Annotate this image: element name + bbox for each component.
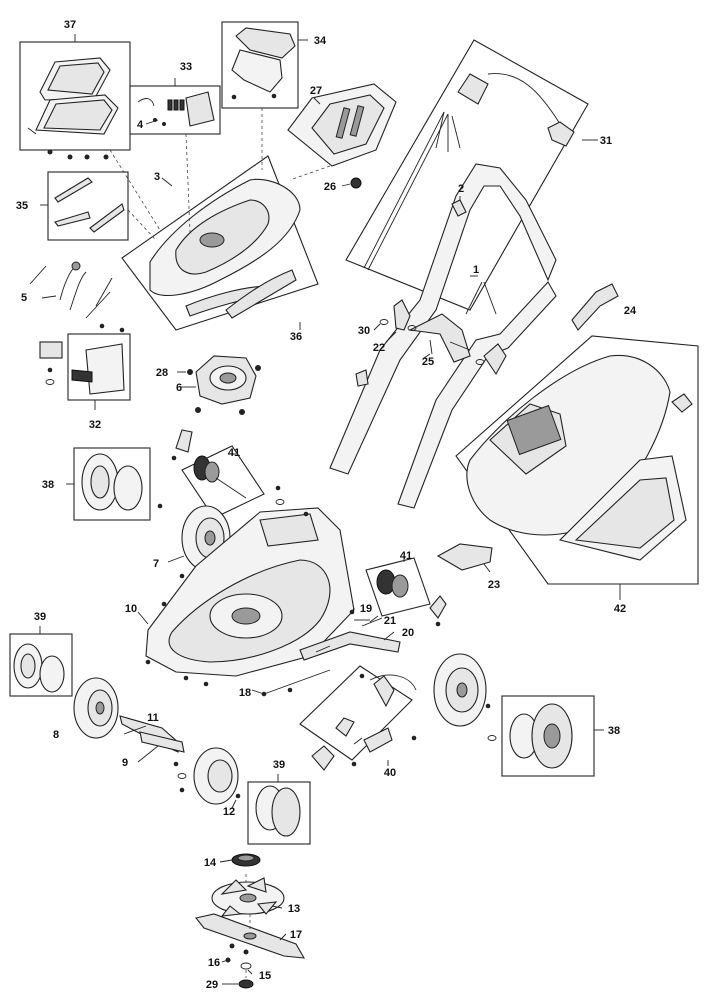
callout-1: 1 <box>473 264 479 276</box>
callout-24: 24 <box>624 305 637 317</box>
part-13-fan <box>211 877 285 917</box>
callout-7: 7 <box>153 558 159 570</box>
part-27-grassbox-lid <box>287 83 397 189</box>
part-9-front-axle <box>119 715 187 793</box>
callout-25: 25 <box>422 356 434 368</box>
part-14-blade-adapter <box>231 853 261 867</box>
part-5-cable-ties <box>29 261 125 333</box>
callout-34: 34 <box>314 35 327 47</box>
group-40-box <box>299 665 417 771</box>
callout-28: 28 <box>156 367 168 379</box>
callout-38-left: 38 <box>42 479 54 491</box>
part-12-small-wheel <box>193 747 241 805</box>
callout-2: 2 <box>458 183 464 195</box>
callout-19: 19 <box>360 603 372 615</box>
group-39-wheel-box-left <box>9 626 73 697</box>
callout-13: 13 <box>288 903 300 915</box>
callout-39-center: 39 <box>273 759 285 771</box>
callout-12: 12 <box>223 806 235 818</box>
callout-30: 30 <box>358 325 370 337</box>
group-31-box <box>345 39 598 311</box>
group-42-box <box>455 335 699 600</box>
part-6-motor <box>177 355 261 415</box>
callout-16: 16 <box>208 957 220 969</box>
callout-23: 23 <box>488 579 500 591</box>
callout-37: 37 <box>64 19 76 31</box>
part-10-mower-deck <box>137 507 355 687</box>
callout-9: 9 <box>122 757 128 769</box>
callout-labels: 1 2 3 4 5 6 7 8 9 10 11 12 13 14 15 16 1… <box>16 19 637 991</box>
callout-15: 15 <box>259 970 271 982</box>
callout-42: 42 <box>614 603 626 615</box>
group-34-box <box>221 21 308 109</box>
group-37-box <box>19 34 131 160</box>
group-41-box-lower <box>365 557 447 627</box>
callout-3: 3 <box>154 171 160 183</box>
callout-6: 6 <box>176 382 182 394</box>
assembly-lines <box>109 108 331 978</box>
group-33-box <box>129 78 221 135</box>
callout-36: 36 <box>290 331 302 343</box>
callout-22: 22 <box>373 342 385 354</box>
group-38-wheel-box-left <box>66 447 151 521</box>
callout-29: 29 <box>206 979 218 991</box>
part-2-clip <box>451 196 467 217</box>
callout-11: 11 <box>147 712 159 724</box>
callout-5: 5 <box>21 292 27 304</box>
part-8-front-wheel <box>73 677 119 739</box>
group-36-box <box>121 155 319 331</box>
group-35-box <box>40 171 129 241</box>
callout-26: 26 <box>324 181 336 193</box>
part-17-blade <box>195 913 306 959</box>
handle-fasteners <box>355 299 507 387</box>
group-41-box-upper <box>171 429 285 519</box>
callout-17: 17 <box>290 929 302 941</box>
group-38-wheel-box-right <box>487 695 604 777</box>
callout-18: 18 <box>239 687 251 699</box>
part-23-flap <box>436 543 493 573</box>
blade-fasteners <box>225 943 254 989</box>
callout-33: 33 <box>180 61 192 73</box>
callout-10: 10 <box>125 603 137 615</box>
callout-8: 8 <box>53 729 59 741</box>
group-39-wheel-box-center <box>247 774 311 845</box>
part-rear-wheel-right <box>433 653 491 727</box>
part-24-handle-grip <box>571 283 619 331</box>
callout-41-upper: 41 <box>228 447 240 459</box>
leader-lines <box>41 119 431 985</box>
callout-21: 21 <box>384 615 396 627</box>
part-20-axle <box>261 609 401 697</box>
callout-39-left: 39 <box>34 611 46 623</box>
callout-27: 27 <box>310 85 322 97</box>
callout-31: 31 <box>600 135 612 147</box>
group-32-box <box>39 333 131 410</box>
part-1-handle <box>329 163 557 509</box>
callout-35: 35 <box>16 200 28 212</box>
callout-32: 32 <box>89 419 101 431</box>
callout-40: 40 <box>384 767 396 779</box>
callout-14: 14 <box>204 857 217 869</box>
callout-20: 20 <box>402 627 414 639</box>
callout-38-right: 38 <box>608 725 620 737</box>
callout-41-lower: 41 <box>400 550 412 562</box>
callout-4: 4 <box>137 119 144 131</box>
